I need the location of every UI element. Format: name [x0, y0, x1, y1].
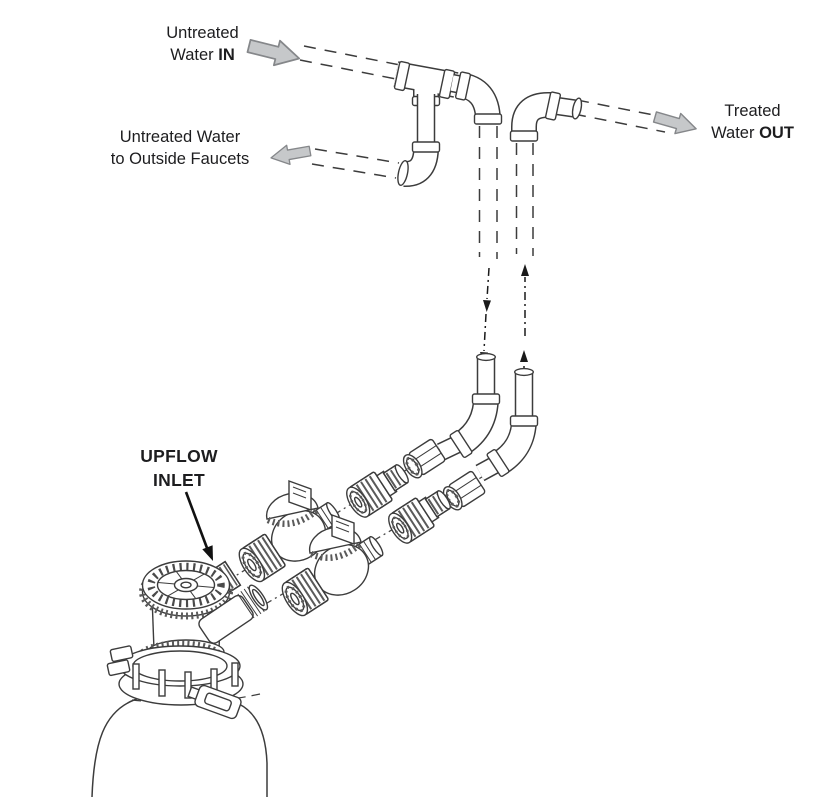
tank-clamp-collar — [106, 645, 244, 720]
treated-out-line2: Water — [711, 124, 755, 142]
outside-faucets-line1: Untreated Water — [119, 128, 241, 146]
treated-water-out-label: Treated Water OUT — [690, 100, 815, 144]
outside-faucets-pipe — [311, 148, 400, 179]
collar-latch — [187, 684, 242, 720]
upflow-inlet-label: UPFLOW INLET — [119, 444, 239, 492]
treated-out-elbow-top — [509, 91, 583, 142]
treated-out-pipe — [573, 99, 670, 133]
faucets-branch-elbow — [397, 94, 441, 187]
upflow-inlet-arrow-icon — [184, 491, 213, 561]
treated-out-line1: Treated — [724, 102, 781, 120]
downflow-elbow-bottom — [437, 352, 501, 461]
outside-faucets-line2: to Outside Faucets — [110, 150, 250, 168]
outside-faucets-label: Untreated Water to Outside Faucets — [95, 126, 265, 170]
untreated-in-line1: Untreated — [166, 24, 239, 42]
tank — [91, 690, 268, 797]
upflow-inlet-line2: INLET — [152, 470, 206, 490]
downflow-elbow-top — [450, 71, 503, 125]
downflow-riser-pipe — [478, 126, 498, 259]
upflow-riser-pipe — [515, 143, 534, 256]
downflow-arrow-icon — [480, 267, 491, 364]
upflow-inlet-line1: UPFLOW — [140, 446, 218, 466]
upflow-inlet-port — [198, 584, 269, 644]
treated-out-bold: OUT — [759, 124, 794, 142]
untreated-in-line2: Water — [170, 46, 214, 64]
upflow-elbow-bottom — [475, 367, 539, 482]
flow-arrow-faucets-icon — [268, 140, 313, 169]
untreated-water-in-label: Untreated Water IN — [130, 22, 275, 66]
untreated-in-bold: IN — [218, 46, 235, 64]
untreated-in-pipe — [299, 45, 406, 81]
control-valve-dial — [139, 560, 233, 620]
